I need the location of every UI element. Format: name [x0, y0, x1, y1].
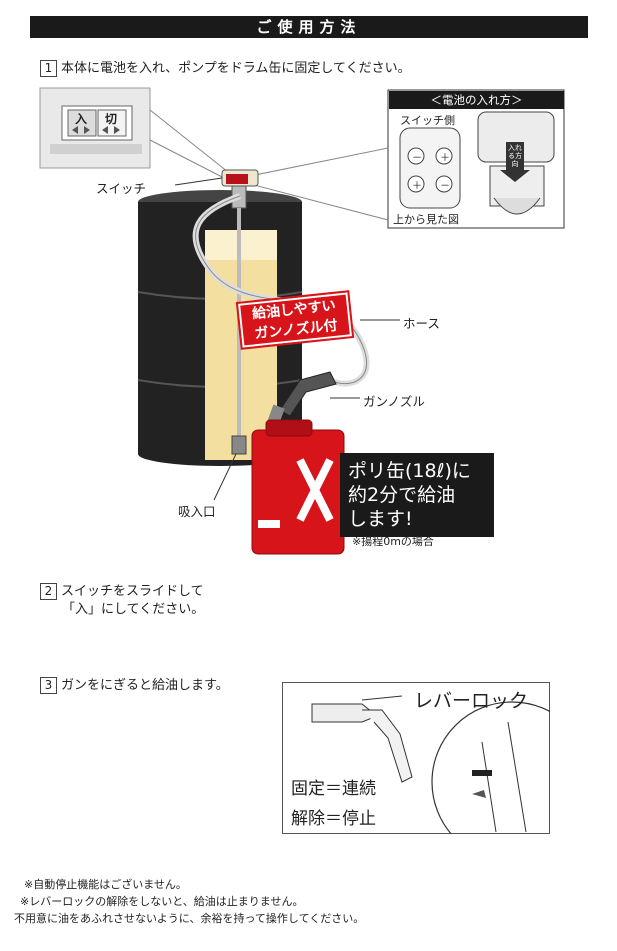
battery-plus-2: ＋: [412, 181, 422, 192]
pump-head: [221, 169, 259, 455]
step-3: 3 ガンをにぎると給油します。: [40, 677, 229, 695]
hose-label: ホース: [403, 316, 440, 331]
promo-line2: 約2分で給油: [348, 484, 456, 506]
battery-diagram: [249, 89, 565, 229]
step-number: 1: [40, 60, 57, 77]
battery-minus-1: －: [412, 153, 422, 164]
step-text-line1: スイッチをスライドして: [61, 584, 204, 599]
lever-lock-label: レバーロック: [414, 690, 529, 712]
lever-lock-diagram: [282, 682, 550, 834]
step-1: 1 本体に電池を入れ、ポンプをドラム缶に固定してください。: [40, 60, 411, 78]
switch-label: スイッチ: [96, 181, 147, 196]
switch-off-label: 切: [105, 112, 118, 126]
step-text: 本体に電池を入れ、ポンプをドラム缶に固定してください。: [61, 61, 411, 76]
step-2: 2 スイッチをスライドして: [40, 583, 204, 601]
section-title-banner: ご使用方法: [30, 16, 588, 38]
promo-line1: ポリ缶(18ℓ)に: [348, 460, 471, 482]
step-2-line2: 「入」にしてください。: [62, 602, 205, 617]
insert-direction-label: 入れる方向: [508, 144, 522, 168]
promo-footnote: ※揚程0mの場合: [352, 535, 434, 548]
lever-fixed-label: 固定＝連続: [291, 779, 376, 799]
promo-line3: します!: [348, 508, 413, 530]
battery-plus-1: ＋: [440, 153, 450, 164]
fill-time-callout: ポリ缶(18ℓ)に 約2分で給油 します!: [340, 453, 494, 537]
top-view-label: 上から見た図: [393, 213, 459, 226]
intake-label: 吸入口: [178, 504, 216, 519]
footer-note-3: 不用意に油をあふれさせないように、余裕を持って操作してください。: [14, 912, 365, 925]
switch-on-label: 入: [75, 112, 88, 126]
footer-note-1: ※自動停止機能はございません。: [24, 878, 187, 891]
step-text: ガンをにぎると給油します。: [61, 678, 229, 693]
footer-note-2: ※レバーロックの解除をしないと、給油は止まりません。: [20, 895, 304, 908]
red-fuel-can: [251, 419, 345, 555]
switch-side-label: スイッチ側: [400, 114, 455, 127]
step-number: 2: [40, 583, 57, 600]
battery-minus-2: －: [440, 181, 450, 192]
battery-box-title: ＜電池の入れ方＞: [389, 91, 564, 109]
step-number: 3: [40, 677, 57, 694]
gun-nozzle-label: ガンノズル: [363, 394, 425, 409]
switch-closeup: [39, 87, 229, 181]
lever-release-label: 解除＝停止: [291, 809, 376, 829]
